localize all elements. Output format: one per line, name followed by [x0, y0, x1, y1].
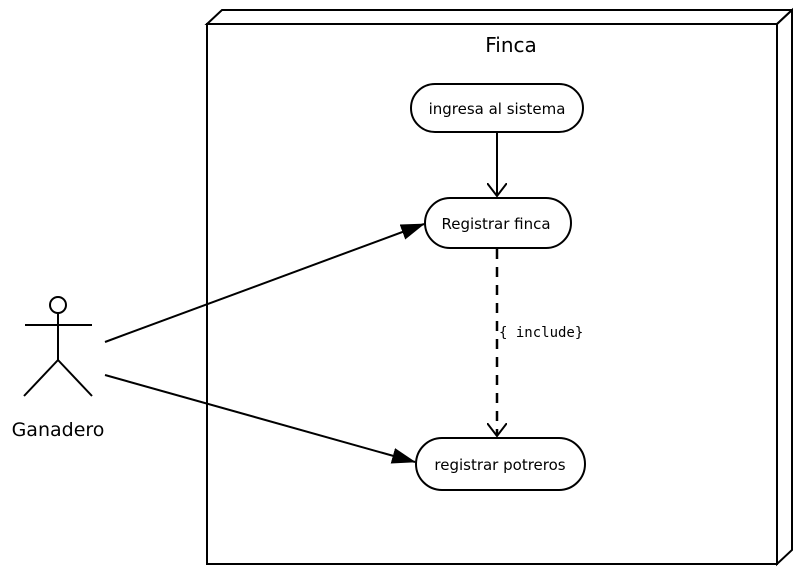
- use-case-registrar-finca[interactable]: Registrar finca: [424, 197, 572, 249]
- use-case-ingresa-al-sistema[interactable]: ingresa al sistema: [410, 83, 584, 133]
- system-boundary-top-face: [204, 9, 793, 25]
- actor-name: Ganadero: [12, 419, 105, 441]
- system-boundary-front-face: [206, 23, 778, 565]
- association-registrar-finca: [104, 223, 425, 343]
- system-boundary-side-face: [776, 7, 793, 567]
- association-registrar-potreros: [104, 374, 416, 464]
- use-case-registrar-potreros-shape: [415, 437, 586, 491]
- actor-head: [49, 296, 67, 314]
- use-case-registrar-finca-label: Registrar finca: [441, 215, 550, 233]
- use-case-registrar-finca-shape: [424, 197, 572, 249]
- use-case-ingresa-shape: [410, 83, 584, 133]
- actor-left-leg: [23, 359, 59, 397]
- actor-ganadero[interactable]: Ganadero: [12, 296, 105, 441]
- use-case-ingresa-label: ingresa al sistema: [429, 100, 566, 118]
- actor-right-leg: [57, 359, 93, 397]
- system-boundary: Finca: [204, 7, 793, 567]
- system-title: Finca: [485, 33, 537, 57]
- use-case-registrar-potreros[interactable]: registrar potreros: [415, 437, 586, 491]
- include-label: { include}: [499, 325, 583, 341]
- use-case-registrar-potreros-label: registrar potreros: [434, 456, 565, 474]
